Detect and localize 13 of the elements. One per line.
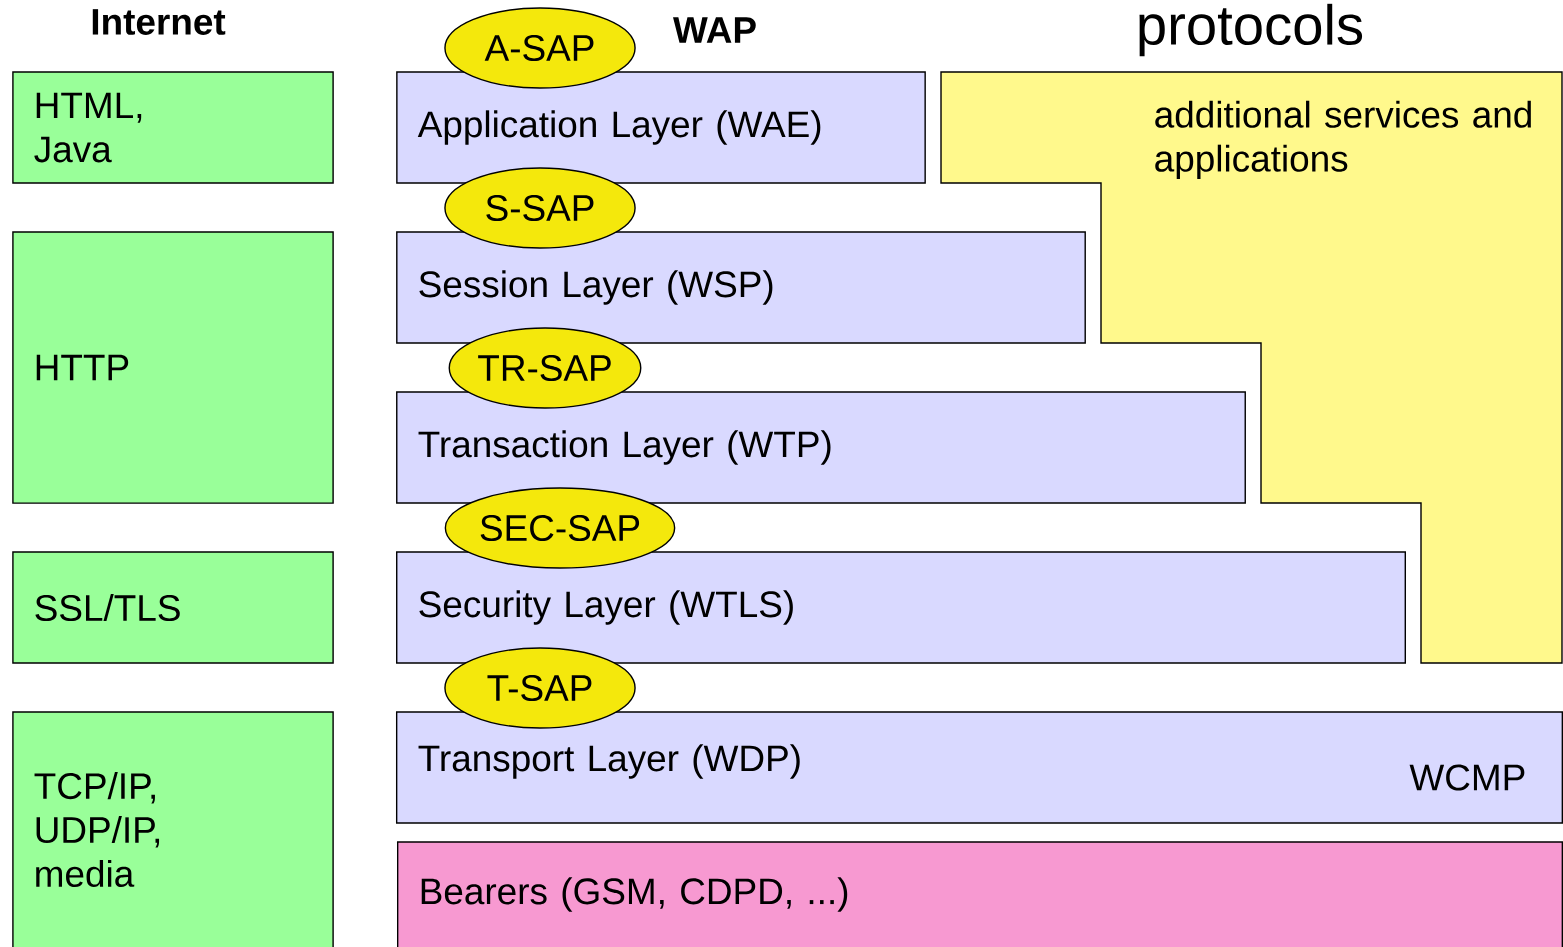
layer-box: Application Layer (WAE) — [396, 71, 926, 184]
column-heading: WAP — [673, 17, 756, 43]
protocol-box: TCP/IP, UDP/IP, media — [12, 711, 334, 947]
protocol-box: HTTP — [12, 231, 334, 504]
column-heading: Internet — [92, 9, 226, 35]
protocol-box: SSL/TLS — [12, 551, 334, 664]
services-region: additional services and applications — [940, 71, 1563, 664]
layer-box: Security Layer (WTLS) — [396, 551, 1406, 664]
layer-box: Transaction Layer (WTP) — [396, 391, 1246, 504]
layer-box: Transport Layer (WDP) WCMP — [395, 711, 1563, 824]
protocol-box: HTML, Java — [12, 71, 334, 184]
layer-box: Session Layer (WSP) — [396, 231, 1086, 344]
bearer-box: Bearers (GSM, CDPD, ...) — [396, 841, 1563, 947]
